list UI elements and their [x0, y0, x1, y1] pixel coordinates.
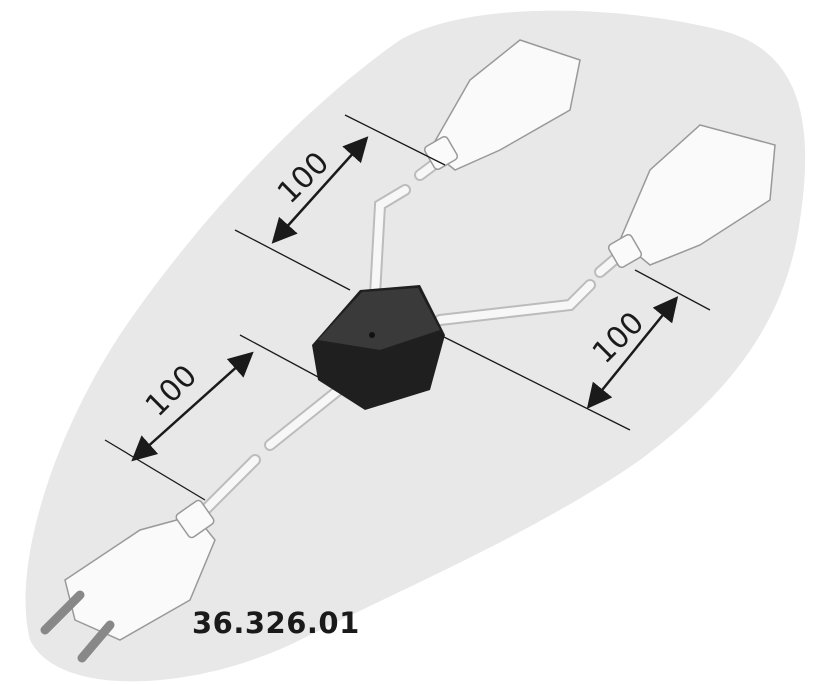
hub	[312, 285, 445, 410]
right-socket	[607, 124, 776, 269]
dimension-lines	[104, 114, 711, 501]
plug	[40, 499, 216, 663]
top-socket	[423, 39, 581, 171]
part-number: 36.326.01	[192, 606, 360, 640]
